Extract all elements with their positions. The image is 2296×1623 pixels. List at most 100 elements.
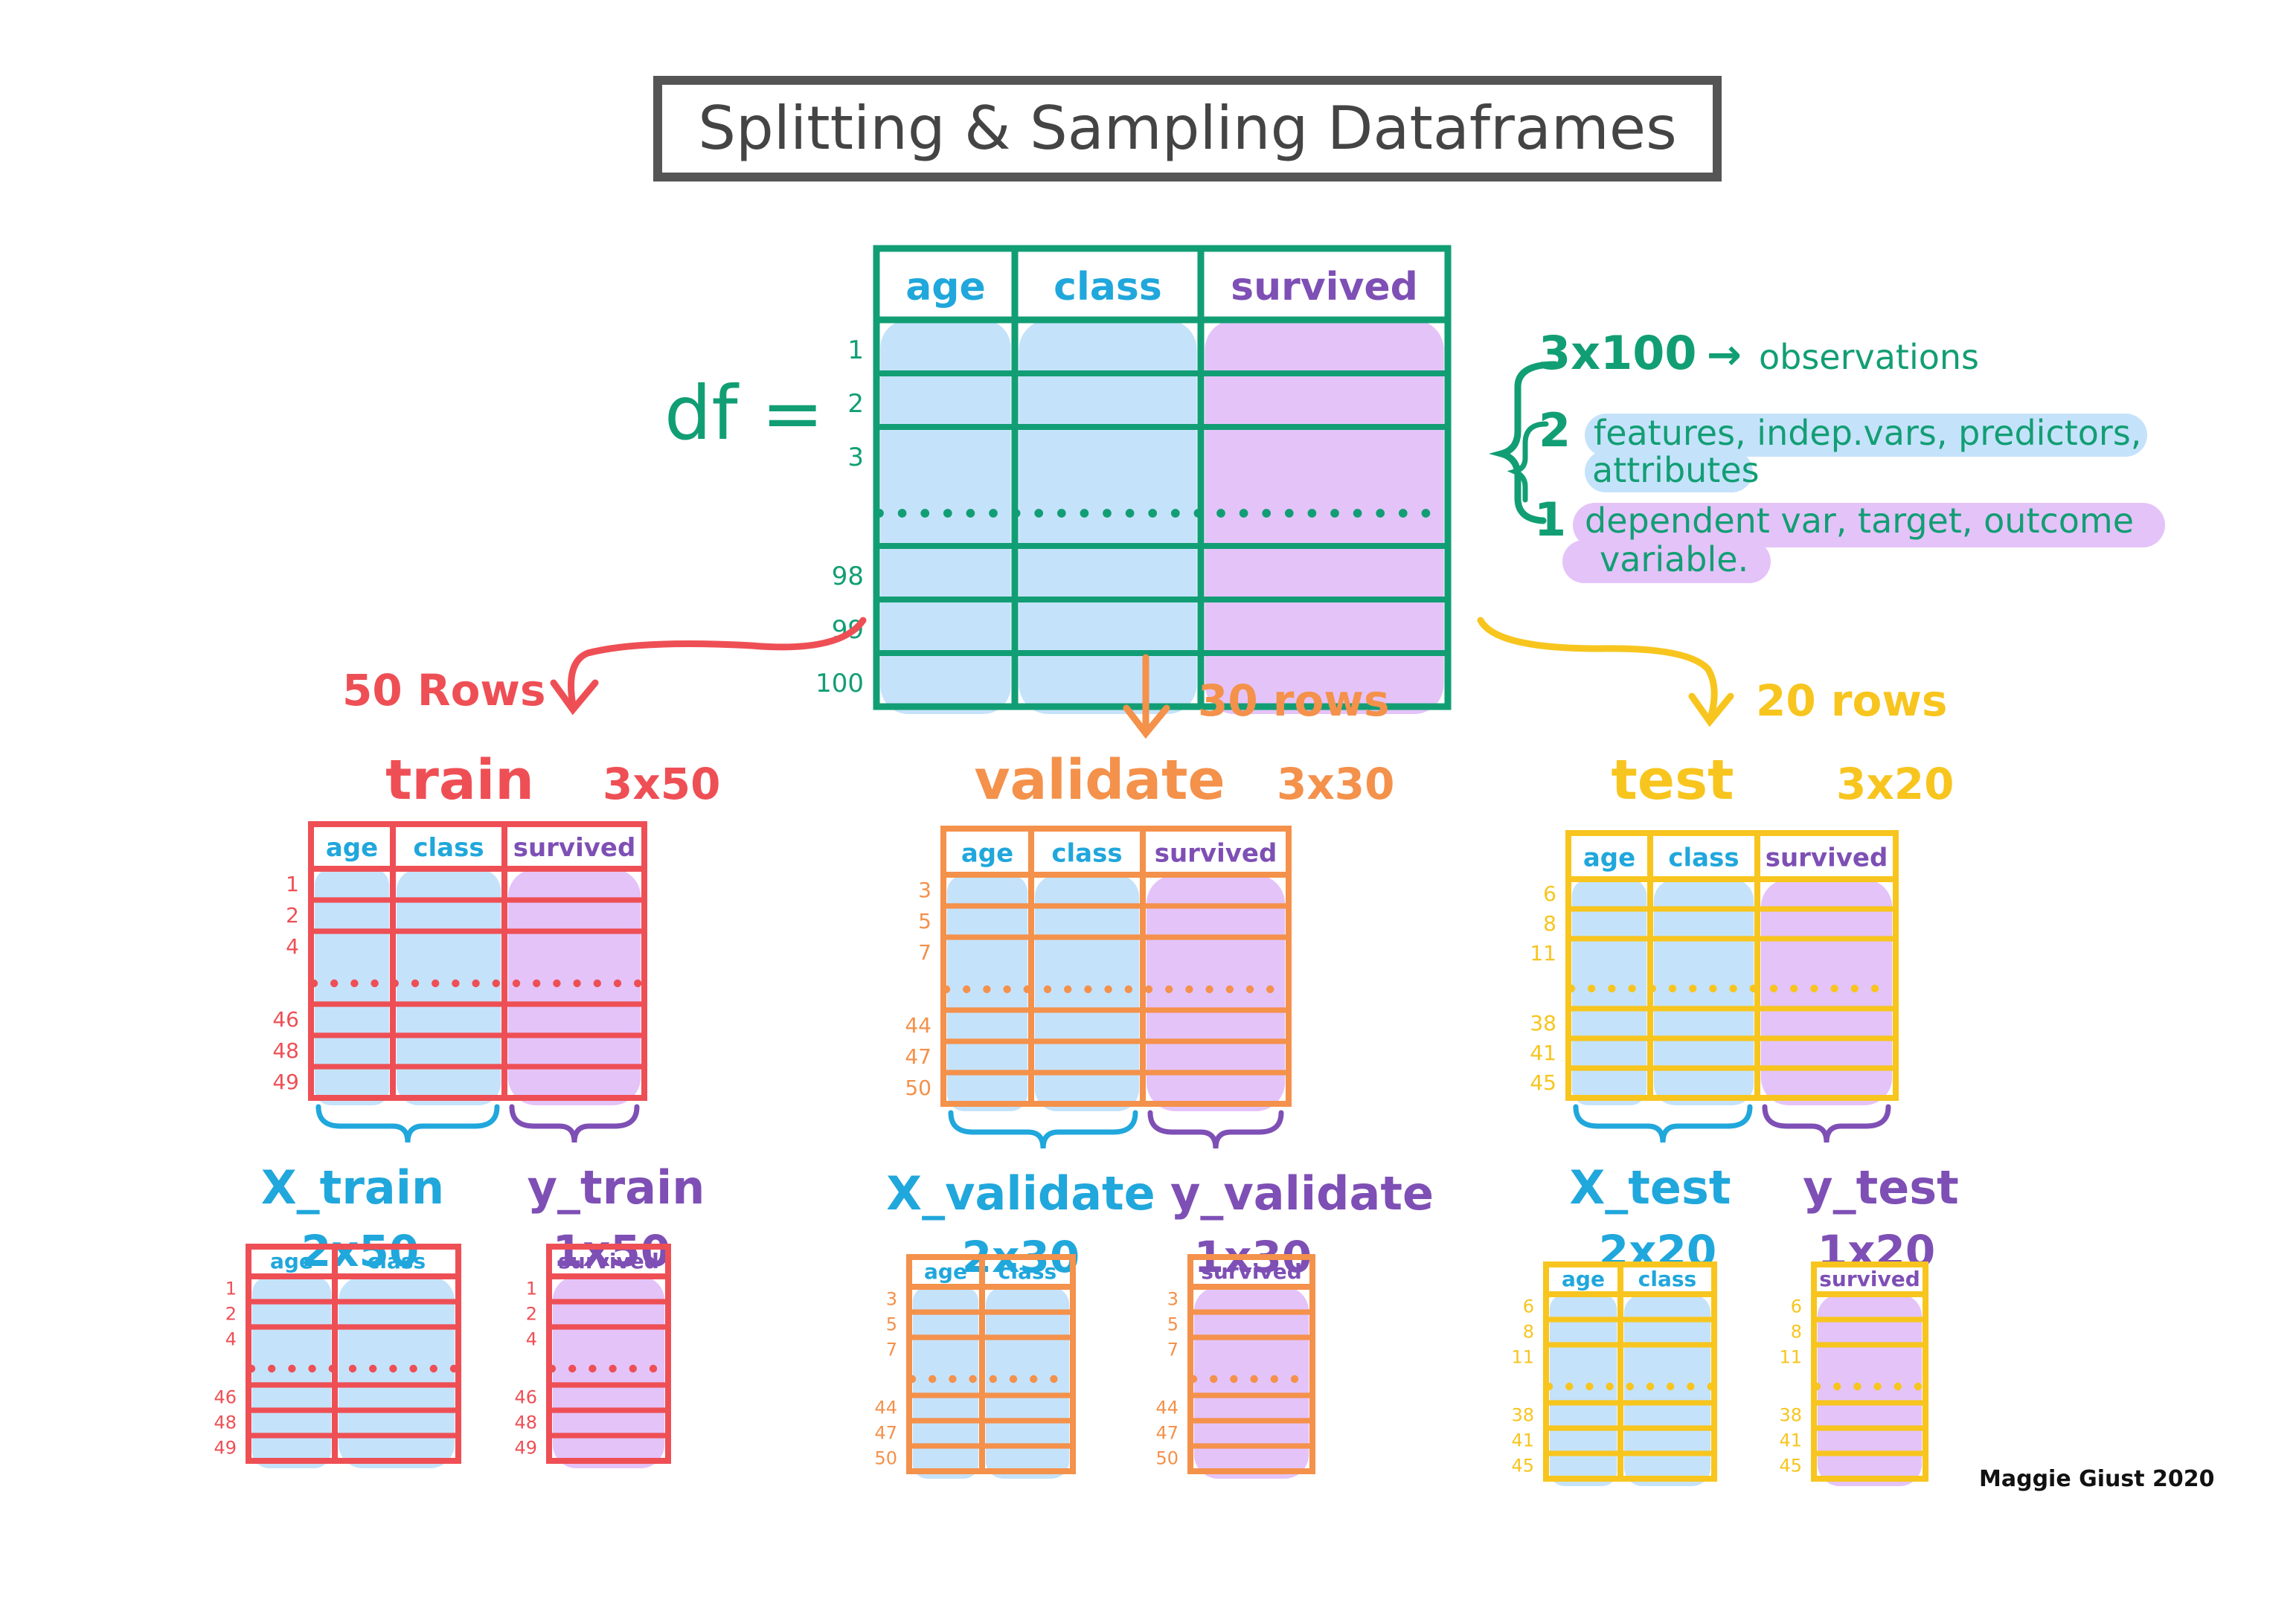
validate-y-row-number: 3 bbox=[1167, 1288, 1179, 1309]
test-x-col-fill-0 bbox=[1549, 1294, 1617, 1486]
validate-frame bbox=[940, 826, 1292, 1107]
validate-row-number: 50 bbox=[905, 1076, 931, 1100]
test-features-brace bbox=[1573, 1104, 1753, 1143]
train-row-number: 2 bbox=[286, 903, 299, 928]
train-target-brace bbox=[509, 1104, 640, 1143]
train-x-frame bbox=[246, 1244, 461, 1464]
train-y-row-number: 4 bbox=[526, 1328, 537, 1349]
train-x-row-number: 2 bbox=[225, 1303, 237, 1324]
arrowhead-validate bbox=[1123, 704, 1170, 739]
test-rows-label: 20 rows bbox=[1756, 675, 1947, 726]
df-shape: 3x100 bbox=[1539, 326, 1697, 380]
test-row-number: 41 bbox=[1530, 1041, 1556, 1065]
train-y-shape: 1x50 bbox=[553, 1226, 670, 1276]
validate-row-number: 47 bbox=[905, 1044, 931, 1069]
validate-y-frame bbox=[1187, 1254, 1315, 1474]
train-x-row-number: 49 bbox=[214, 1437, 237, 1458]
test-header-age: age bbox=[1583, 843, 1635, 873]
validate-row-number: 5 bbox=[918, 909, 931, 933]
validate-y-col-fill-0 bbox=[1193, 1287, 1309, 1479]
train-x-row-number: 46 bbox=[214, 1386, 237, 1407]
validate-x-frame bbox=[906, 1254, 1076, 1474]
notes-brace bbox=[1488, 361, 1559, 524]
train-y-name: y_train bbox=[527, 1160, 705, 1215]
test-y-header-survived: survived bbox=[1819, 1267, 1920, 1291]
test-x-header-class: class bbox=[1638, 1267, 1696, 1291]
validate-row-number: 44 bbox=[905, 1013, 931, 1038]
df-row-number: 2 bbox=[847, 389, 864, 419]
validate-x-col-fill-0 bbox=[912, 1287, 979, 1479]
test-row-number: 6 bbox=[1543, 881, 1556, 906]
test-col-fill-2 bbox=[1760, 879, 1893, 1105]
target-highlight-2 bbox=[1562, 540, 1771, 583]
test-y-shape: 1x20 bbox=[1818, 1226, 1935, 1276]
validate-row-number: 3 bbox=[918, 878, 931, 902]
arrow-to-train bbox=[568, 617, 867, 709]
test-row-number: 38 bbox=[1530, 1011, 1556, 1035]
df-col-fill-2 bbox=[1205, 320, 1444, 714]
train-row-number: 49 bbox=[272, 1070, 299, 1094]
test-y-frame bbox=[1811, 1262, 1928, 1482]
arrowhead-train bbox=[550, 679, 599, 716]
train-y-col-fill-0 bbox=[552, 1276, 665, 1468]
train-x-row-number: 4 bbox=[225, 1328, 237, 1349]
page-title: Splitting & Sampling Dataframes bbox=[698, 94, 1677, 163]
validate-shape: 3x30 bbox=[1277, 759, 1394, 809]
test-x-frame bbox=[1543, 1262, 1717, 1482]
test-col-fill-1 bbox=[1653, 879, 1754, 1105]
test-y-row-number: 41 bbox=[1779, 1430, 1802, 1450]
test-target-brace bbox=[1762, 1104, 1891, 1143]
validate-y-row-number: 50 bbox=[1155, 1447, 1179, 1468]
validate-header-class: class bbox=[1051, 839, 1122, 869]
train-x-col-fill-1 bbox=[338, 1276, 455, 1468]
test-x-header-age: age bbox=[1562, 1267, 1605, 1291]
df-row-number: 100 bbox=[815, 669, 864, 698]
df-header-class: class bbox=[1054, 265, 1162, 309]
arrowhead-test bbox=[1688, 692, 1734, 727]
df-header-age: age bbox=[905, 265, 986, 309]
train-header-class: class bbox=[413, 833, 484, 863]
test-y-row-number: 45 bbox=[1779, 1455, 1802, 1476]
train-x-row-number: 48 bbox=[214, 1412, 237, 1433]
validate-y-row-number: 5 bbox=[1167, 1314, 1179, 1334]
validate-y-name: y_validate bbox=[1170, 1166, 1434, 1221]
validate-y-row-number: 7 bbox=[1167, 1339, 1179, 1360]
df-header-survived: survived bbox=[1231, 265, 1418, 309]
validate-x-name: X_validate bbox=[886, 1166, 1155, 1221]
df-shape-desc: observations bbox=[1759, 337, 1979, 377]
validate-x-row-number: 47 bbox=[874, 1422, 897, 1443]
train-row-number: 48 bbox=[272, 1038, 299, 1063]
validate-y-row-number: 47 bbox=[1155, 1422, 1179, 1443]
train-header-age: age bbox=[326, 833, 378, 863]
validate-y-header-survived: survived bbox=[1201, 1259, 1302, 1284]
validate-x-row-number: 7 bbox=[886, 1339, 897, 1360]
df-frame bbox=[873, 245, 1452, 710]
validate-x-row-number: 3 bbox=[886, 1288, 897, 1309]
train-features-brace bbox=[315, 1104, 500, 1143]
target-line1: dependent var, target, outcome bbox=[1585, 501, 2134, 541]
train-y-row-number: 49 bbox=[514, 1437, 537, 1458]
validate-x-header-class: class bbox=[998, 1259, 1056, 1284]
title-frame bbox=[653, 76, 1722, 181]
test-y-row-number: 38 bbox=[1779, 1404, 1802, 1425]
train-x-header-class: class bbox=[368, 1249, 426, 1273]
test-y-row-number: 11 bbox=[1779, 1346, 1802, 1367]
validate-row-number: 7 bbox=[918, 940, 931, 965]
train-shape: 3x50 bbox=[603, 759, 720, 809]
train-y-row-number: 48 bbox=[514, 1412, 537, 1433]
validate-rows-label: 30 rows bbox=[1198, 675, 1389, 726]
test-x-row-number: 6 bbox=[1523, 1296, 1534, 1317]
test-x-row-number: 45 bbox=[1511, 1455, 1534, 1476]
validate-x-header-age: age bbox=[924, 1259, 967, 1284]
train-col-fill-0 bbox=[314, 869, 390, 1105]
target-count: 1 bbox=[1534, 492, 1566, 547]
